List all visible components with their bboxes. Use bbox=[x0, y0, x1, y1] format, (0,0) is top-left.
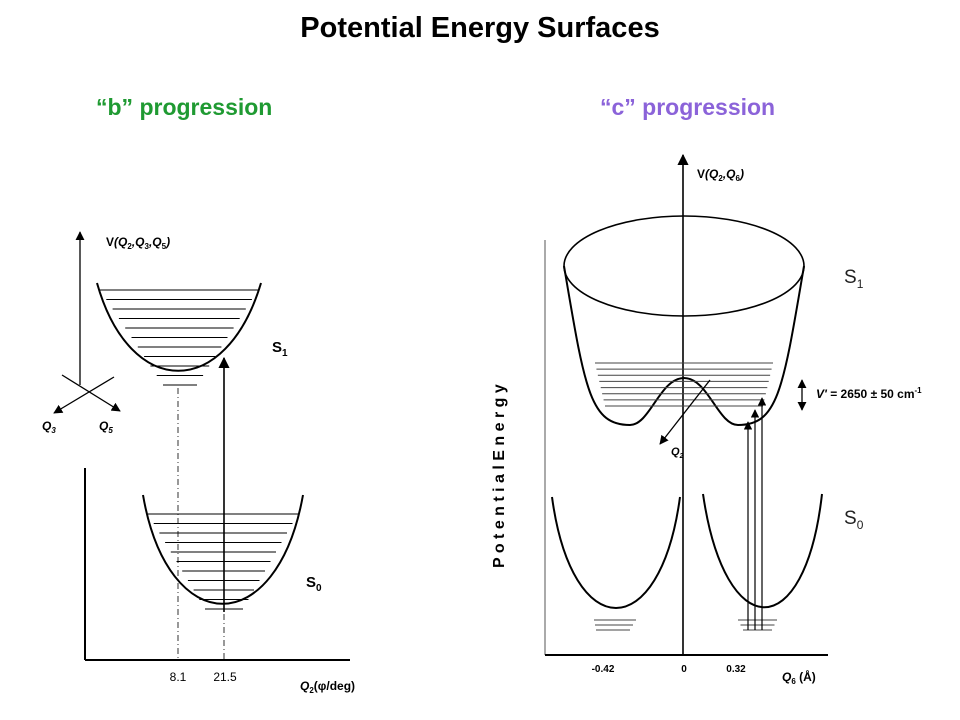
c-s1-levels bbox=[595, 362, 773, 407]
c-s0-levels bbox=[594, 619, 777, 631]
b-s0-well bbox=[142, 494, 304, 605]
c-x-tick-0: 0 bbox=[681, 664, 687, 675]
c-s1-bowl-rim bbox=[563, 215, 805, 317]
c-s1-bowl-wall bbox=[563, 265, 805, 427]
c-barrier-label: V' = 2650 ± 50 cm-1 bbox=[816, 386, 922, 401]
c-s0-right-well bbox=[702, 493, 823, 609]
b-x-tick-21-5: 21.5 bbox=[213, 670, 237, 684]
potential-energy-label: P o t e n t i a l E n e r g y bbox=[491, 384, 508, 568]
b-q5-label: Q5 bbox=[99, 419, 113, 435]
c-s0-left-well bbox=[551, 496, 681, 609]
b-s0-levels bbox=[148, 513, 298, 610]
c-panel: V(Q2,Q6) P o t e n t i a l E n e r g y Q… bbox=[491, 153, 922, 686]
c-x-axis-label: Q6 (Å) bbox=[782, 669, 816, 686]
c-s1-label: S1 bbox=[844, 267, 864, 291]
b-q3-axis bbox=[53, 376, 115, 414]
b-s0-label: S0 bbox=[306, 574, 322, 594]
b-progression-heading: “b” progression bbox=[96, 94, 273, 120]
b-x-axis-label: Q2(φ/deg) bbox=[300, 679, 355, 695]
b-v-axis-label: V(Q2,Q3,Q5) bbox=[106, 235, 170, 251]
c-x-tick-neg-0-42: -0.42 bbox=[592, 664, 615, 675]
b-x-tick-8-1: 8.1 bbox=[170, 670, 187, 684]
c-progression-heading: “c” progression bbox=[600, 94, 776, 120]
b-s1-well bbox=[96, 282, 262, 372]
c-q2-axis bbox=[659, 379, 711, 445]
slide-title: Potential Energy Surfaces bbox=[300, 12, 660, 44]
b-q5-axis bbox=[61, 374, 121, 412]
b-panel: V(Q2,Q3,Q5) Q3 Q5 S1 S0 8.1 21.5 Q2(φ/de… bbox=[42, 231, 355, 695]
c-x-tick-0-32: 0.32 bbox=[726, 664, 746, 675]
c-s0-label: S0 bbox=[844, 508, 864, 532]
b-s1-levels bbox=[100, 289, 258, 386]
b-q3-label: Q3 bbox=[42, 419, 56, 435]
c-q2-label: Q2 bbox=[671, 446, 684, 460]
b-s1-label: S1 bbox=[272, 339, 288, 359]
c-v-axis-label: V(Q2,Q6) bbox=[697, 167, 744, 183]
